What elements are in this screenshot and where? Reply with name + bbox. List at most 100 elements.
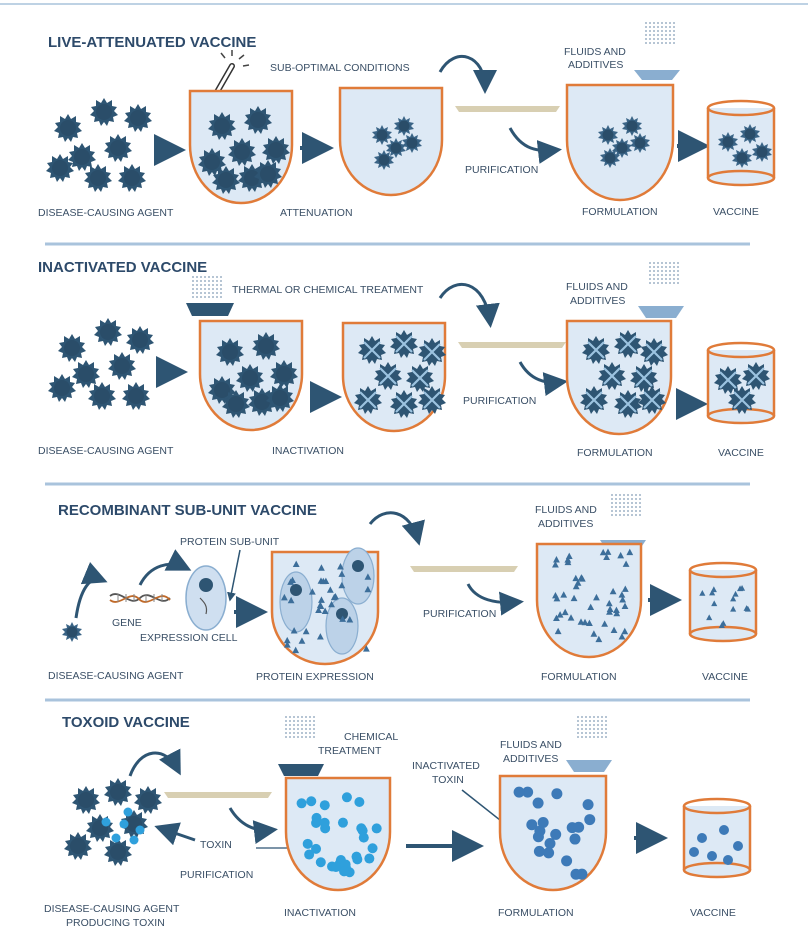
protein-triangle: [621, 585, 629, 592]
treatment-nozzle: [186, 303, 234, 316]
inactivated-toxin-particle: [543, 847, 555, 859]
protein-triangle: [593, 593, 600, 601]
protein-triangle: [613, 606, 620, 613]
protein-triangle: [364, 585, 372, 593]
inactivated-toxin-particle: [513, 786, 525, 798]
fluids-drops: [645, 21, 675, 47]
formulation-proteins: [552, 548, 634, 643]
label-agent-line2: PRODUCING TOXIN: [66, 917, 165, 929]
label-fluids-1: FLUIDS AND: [535, 504, 597, 516]
label-inactivated-toxin-2: TOXIN: [432, 774, 464, 786]
expression-cells-inside: [279, 547, 375, 655]
protein-triangle: [590, 630, 598, 637]
protein-triangle: [574, 579, 582, 586]
protein-triangle: [621, 627, 629, 635]
protein-triangle: [560, 591, 568, 598]
protein-triangle: [738, 584, 746, 591]
toxin-particle: [306, 796, 317, 807]
curved-arrow: [438, 54, 497, 94]
curved-arrow: [466, 583, 524, 616]
toxin-particle: [311, 817, 322, 828]
label-fluids-2: ADDITIVES: [538, 518, 593, 530]
protein-triangle: [339, 615, 347, 622]
inactivated-toxin-particle: [561, 855, 573, 867]
protein-triangle: [346, 616, 354, 623]
section-inactivated: INACTIVATED VACCINE THERMAL OR CHEMICAL …: [38, 259, 776, 459]
toxin-particle: [315, 857, 326, 868]
protein-triangle: [280, 593, 288, 601]
protein-triangle: [308, 588, 316, 595]
dna-icon: [109, 593, 171, 603]
fluids-drops: [611, 493, 641, 519]
protein-triangle: [553, 595, 561, 602]
small-disease-agent: [62, 622, 82, 642]
curved-arrow: [138, 549, 192, 586]
protein-triangle: [604, 548, 612, 555]
toxin-particle: [339, 866, 350, 877]
treatment-drops: [285, 715, 315, 741]
label-gene: GENE: [112, 617, 142, 629]
protein-triangle: [605, 599, 613, 607]
label-attenuation: ATTENUATION: [280, 207, 353, 219]
protein-triangle: [318, 564, 325, 571]
protein-triangle: [338, 570, 346, 577]
label-purification: PURIFICATION: [423, 608, 496, 620]
inactivated-toxin-particle: [522, 786, 534, 798]
toxin-particle: [354, 797, 365, 808]
section-title-inactivated: INACTIVATED VACCINE: [38, 259, 207, 276]
fluids-nozzle: [634, 70, 680, 80]
label-purification: PURIFICATION: [465, 164, 538, 176]
protein-triangle: [316, 633, 324, 640]
protein-triangle: [316, 601, 324, 609]
disease-agent-producing-toxin: [64, 778, 162, 866]
label-fluids-2: ADDITIVES: [503, 753, 558, 765]
protein-triangle: [326, 586, 334, 593]
protein-triangle: [556, 611, 564, 618]
label-vaccine: VACCINE: [702, 671, 748, 683]
protein-triangle: [622, 560, 630, 567]
protein-triangle: [730, 605, 737, 612]
label-vaccine: VACCINE: [718, 447, 764, 459]
protein-triangle: [328, 600, 335, 608]
inactivated-toxin-particle: [573, 821, 585, 833]
toxin-particle: [311, 843, 322, 854]
protein-triangle: [321, 607, 329, 614]
protein-triangle: [570, 594, 578, 602]
protein-triangle: [587, 603, 595, 611]
protein-triangle: [318, 596, 325, 603]
purification-filter: [410, 566, 518, 572]
label-vaccine: VACCINE: [690, 907, 736, 919]
protein-triangle: [364, 573, 372, 580]
inactivated-toxin-particle: [526, 819, 538, 831]
toxin-particle: [330, 862, 341, 873]
section-title-live: LIVE-ATTENUATED VACCINE: [48, 34, 256, 51]
section-title-recombinant: RECOMBINANT SUB-UNIT VACCINE: [58, 502, 317, 519]
protein-triangle: [595, 635, 603, 643]
curved-arrow: [228, 807, 278, 845]
label-inactivation: INACTIVATION: [284, 907, 356, 919]
protein-triangle: [706, 614, 713, 621]
label-disease-agent: DISEASE-CAUSING AGENT: [38, 207, 174, 219]
label-protein-subunit: PROTEIN SUB-UNIT: [180, 536, 280, 548]
label-formulation: FORMULATION: [582, 206, 658, 218]
protein-triangle: [287, 596, 295, 604]
formulation-container: [535, 542, 643, 659]
section-title-toxoid: TOXOID VACCINE: [62, 714, 190, 731]
label-formulation: FORMULATION: [541, 671, 617, 683]
toxin-particles: [296, 792, 382, 878]
protein-triangle: [290, 627, 298, 634]
inactivated-toxin-particle: [569, 833, 581, 845]
vaccine-vial: [706, 341, 776, 425]
protein-triangle: [564, 558, 572, 566]
disease-agent-cluster: [46, 98, 152, 192]
protein-triangle: [610, 626, 618, 634]
inactivated-toxin-particle: [584, 814, 596, 826]
label-formulation: FORMULATION: [498, 907, 574, 919]
toxin-particle: [367, 843, 378, 854]
protein-triangle: [606, 608, 613, 615]
label-fluids-1: FLUIDS AND: [564, 46, 626, 58]
protein-triangle: [567, 614, 575, 621]
toxin-particle: [296, 798, 307, 809]
protein-triangle: [601, 620, 609, 627]
protein-triangle: [618, 591, 626, 598]
